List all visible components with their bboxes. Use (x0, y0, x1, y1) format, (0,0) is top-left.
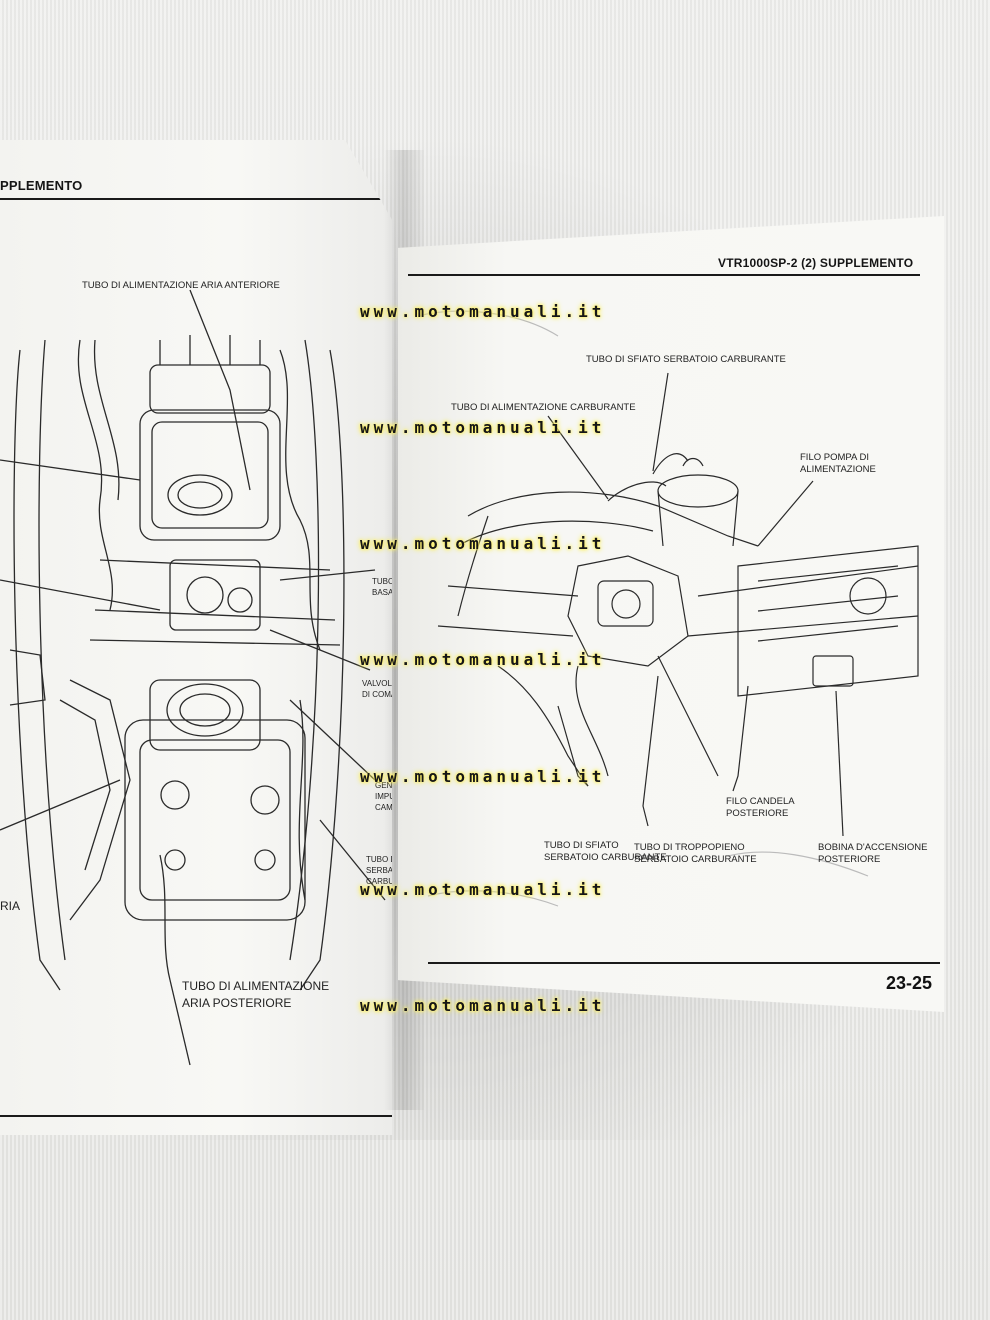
watermark-7: www.motomanuali.it (360, 996, 606, 1015)
label-overflow-tube-line2: SERBATOIO CARBURANTE (634, 854, 757, 865)
label-cut-tubo-serbatoio-2: SERBAT (366, 866, 392, 875)
watermark-3: www.motomanuali.it (360, 534, 606, 553)
label-cut-tubo-serbatoio-3: CARBU (366, 877, 392, 886)
label-cut-valvola-2: DI COMAND (362, 690, 392, 699)
watermark-1: www.motomanuali.it (360, 302, 606, 321)
right-header-rule (408, 274, 920, 276)
label-cut-valvola-1: VALVOLA (362, 679, 392, 688)
right-footer-rule (428, 962, 940, 964)
label-coil-line1: BOBINA D'ACCENSIONE (818, 842, 928, 853)
label-cut-gener-3: CAM (375, 802, 392, 814)
right-section-title: VTR1000SP-2 (2) SUPPLEMENTO (718, 256, 914, 270)
watermark-4: www.motomanuali.it (360, 650, 606, 669)
label-spark-wire-line2: POSTERIORE (726, 808, 789, 819)
label-front-air-tube: TUBO DI ALIMENTAZIONE ARIA ANTERIORE (82, 280, 280, 291)
label-rear-air-tube-line2: ARIA POSTERIORE (182, 996, 292, 1010)
left-page: PPLEMENTO (0, 140, 392, 1135)
label-vent-tube-top: TUBO DI SFIATO SERBATOIO CARBURANTE (586, 354, 786, 365)
watermark-6: www.motomanuali.it (360, 880, 606, 899)
label-cut-tubo-basamento-1: TUBO DI (372, 577, 392, 586)
label-overflow-tube-line1: TUBO DI TROPPOPIENO (634, 842, 745, 853)
left-engine-diagram (0, 289, 386, 1066)
page-number: 23-25 (886, 973, 933, 993)
label-cut-tubo-basamento-2: BASAMENT (372, 588, 392, 597)
label-vent-tube-bottom-line2: SERBATOIO CARBURANTE (544, 852, 667, 863)
left-section-title: PPLEMENTO (0, 178, 83, 193)
label-spark-wire-line1: FILO CANDELA (726, 796, 795, 807)
label-coil-line2: POSTERIORE (818, 854, 881, 865)
label-vent-tube-bottom-line1: TUBO DI SFIATO (544, 840, 619, 851)
label-rear-air-tube-line1: TUBO DI ALIMENTAZIONE (182, 979, 330, 993)
watermark-5: www.motomanuali.it (360, 767, 606, 786)
watermark-2: www.motomanuali.it (360, 418, 606, 437)
right-fuel-tank-diagram (417, 310, 919, 907)
right-page: VTR1000SP-2 (2) SUPPLEMENTO 23-25 (398, 216, 944, 1012)
left-footer-rule (0, 1115, 392, 1117)
label-pump-wire-line1: FILO POMPA DI (800, 452, 869, 463)
label-pump-wire-line2: ALIMENTAZIONE (800, 464, 876, 475)
label-cut-gener-2: IMPU (375, 791, 392, 803)
label-cut-left-edge: RIA (0, 899, 21, 913)
label-cut-tubo-serbatoio-1: TUBO D (366, 855, 392, 864)
label-fuel-feed-tube: TUBO DI ALIMENTAZIONE CARBURANTE (451, 402, 636, 413)
left-header-rule (0, 198, 384, 200)
label-cut-gener-1: GENE (375, 780, 392, 792)
